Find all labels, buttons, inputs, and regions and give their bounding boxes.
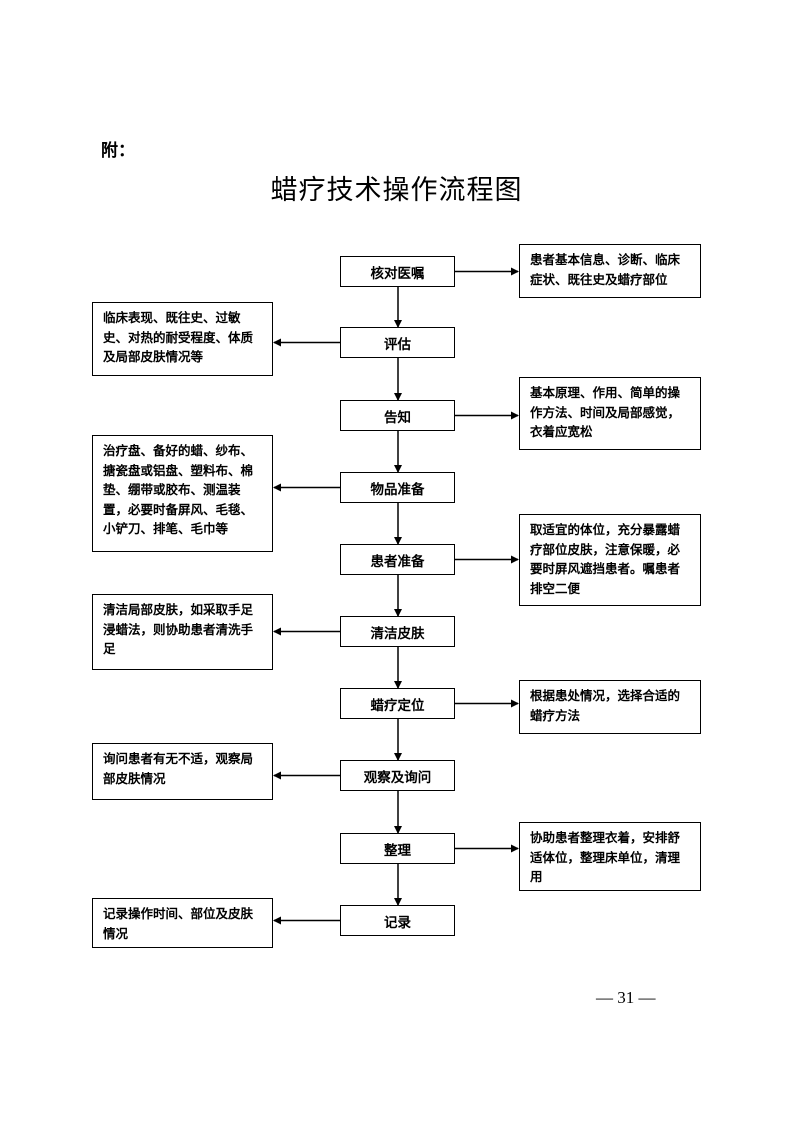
- step-label: 告知: [384, 409, 411, 426]
- note-box: 询问患者有无不适，观察局部皮肤情况: [92, 743, 273, 800]
- step-label: 患者准备: [370, 553, 425, 570]
- note-text: 临床表现、既往史、过敏史、对热的耐受程度、体质及局部皮肤情况等: [103, 310, 254, 364]
- page-title: 蜡疗技术操作流程图: [270, 175, 523, 206]
- step-label: 蜡疗定位: [370, 697, 425, 714]
- note-text: 治疗盘、备好的蜡、纱布、搪瓷盘或铝盘、塑料布、棉垫、绷带或胶布、测温装置，必要时…: [103, 443, 254, 536]
- step-box-supplies: 物品准备: [340, 472, 455, 503]
- note-text: 清洁局部皮肤，如采取手足浸蜡法，则协助患者清洗手足: [103, 602, 254, 656]
- note-box: 记录操作时间、部位及皮肤情况: [92, 898, 273, 948]
- note-text: 取适宜的体位，充分暴露蜡疗部位皮肤，注意保暖，必要时屏风遮挡患者。嘱患者排空二便: [530, 522, 681, 596]
- step-box-clean-skin: 清洁皮肤: [340, 616, 455, 647]
- step-box-assessment: 评估: [340, 327, 455, 358]
- note-box: 取适宜的体位，充分暴露蜡疗部位皮肤，注意保暖，必要时屏风遮挡患者。嘱患者排空二便: [519, 514, 701, 606]
- step-label: 评估: [384, 336, 411, 353]
- step-box-inform: 告知: [340, 400, 455, 431]
- step-label: 整理: [384, 842, 411, 859]
- step-box-tidy: 整理: [340, 833, 455, 864]
- step-box-observe: 观察及询问: [340, 760, 455, 791]
- note-box: 协助患者整理衣着，安排舒适体位，整理床单位，清理用: [519, 822, 701, 891]
- step-box-patient-prep: 患者准备: [340, 544, 455, 575]
- note-box: 患者基本信息、诊断、临床症状、既往史及蜡疗部位: [519, 244, 701, 298]
- step-box-verify-order: 核对医嘱: [340, 256, 455, 287]
- note-text: 记录操作时间、部位及皮肤情况: [103, 906, 254, 941]
- note-box: 根据患处情况，选择合适的蜡疗方法: [519, 680, 701, 734]
- note-box: 临床表现、既往史、过敏史、对热的耐受程度、体质及局部皮肤情况等: [92, 302, 273, 376]
- step-label: 核对医嘱: [370, 265, 425, 282]
- note-text: 患者基本信息、诊断、临床症状、既往史及蜡疗部位: [530, 252, 681, 287]
- step-label: 清洁皮肤: [370, 625, 425, 642]
- step-box-positioning: 蜡疗定位: [340, 688, 455, 719]
- note-text: 协助患者整理衣着，安排舒适体位，整理床单位，清理用: [530, 830, 681, 884]
- note-box: 清洁局部皮肤，如采取手足浸蜡法，则协助患者清洗手足: [92, 594, 273, 670]
- note-box: 治疗盘、备好的蜡、纱布、搪瓷盘或铝盘、塑料布、棉垫、绷带或胶布、测温装置，必要时…: [92, 435, 273, 552]
- note-text: 根据患处情况，选择合适的蜡疗方法: [530, 688, 681, 723]
- step-label: 物品准备: [370, 481, 425, 498]
- page-number: — 31 —: [596, 988, 656, 1007]
- note-box: 基本原理、作用、简单的操作方法、时间及局部感觉，衣着应宽松: [519, 377, 701, 450]
- step-box-record: 记录: [340, 905, 455, 936]
- note-text: 询问患者有无不适，观察局部皮肤情况: [103, 751, 254, 786]
- note-text: 基本原理、作用、简单的操作方法、时间及局部感觉，衣着应宽松: [530, 385, 681, 439]
- step-label: 记录: [384, 914, 411, 931]
- step-label: 观察及询问: [363, 769, 432, 786]
- attachment-label: 附：: [101, 141, 135, 161]
